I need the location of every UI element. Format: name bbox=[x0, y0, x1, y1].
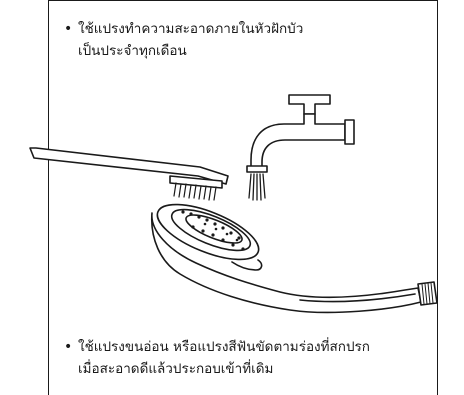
bottom-instruction-line-1: ใช้แปรงขนอ่อน หรือแปรงสีฟันขัดตามร่องที่… bbox=[78, 339, 370, 355]
faucet-icon bbox=[246, 94, 355, 201]
bullet-dot: • bbox=[64, 21, 73, 37]
panel-border-left bbox=[48, 0, 49, 395]
top-instruction: • ใช้แปรงทำความสะอาดภายในหัวฝักบัว เป็นป… bbox=[64, 18, 303, 62]
panel-border-top bbox=[48, 0, 438, 1]
top-instruction-line-1: ใช้แปรงทำความสะอาดภายในหัวฝักบัว bbox=[78, 21, 304, 37]
bottom-instruction: • ใช้แปรงขนอ่อน หรือแปรงสีฟันขัดตามร่องท… bbox=[64, 336, 370, 380]
brush-icon bbox=[29, 147, 229, 201]
shower-head-icon bbox=[150, 203, 438, 314]
top-instruction-line-2: เป็นประจำทุกเดือน bbox=[78, 43, 187, 59]
panel-border-right bbox=[437, 0, 438, 395]
bottom-instruction-line-2: เมื่อสะอาดดีแล้วประกอบเข้าที่เดิม bbox=[78, 361, 274, 377]
bullet-dot: • bbox=[64, 339, 73, 355]
